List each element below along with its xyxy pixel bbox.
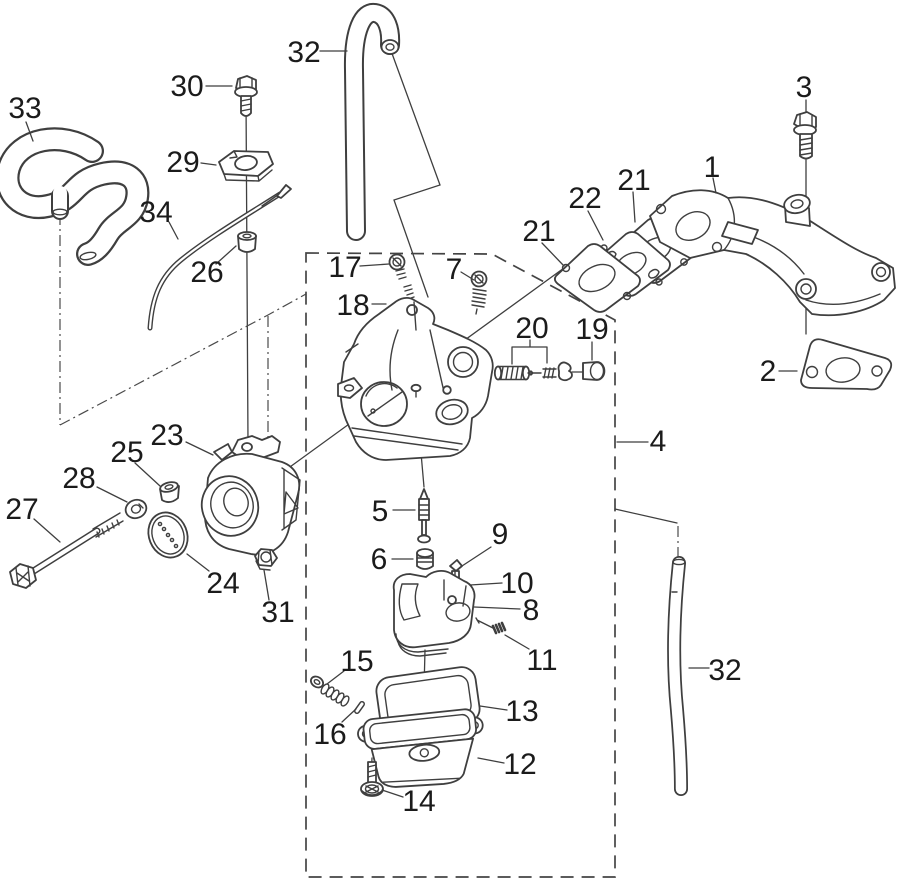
callout-manifold-gasket[interactable]: 2 [760,355,777,388]
callout-jet-needle-set[interactable]: 20 [515,312,548,345]
main-jet [416,548,434,570]
manifold-bolt [793,111,817,160]
clamp-bolt [234,75,258,117]
callout-cable-clamp-plate[interactable]: 29 [166,146,199,179]
drain-screw [360,761,384,797]
callout-through-bolt[interactable]: 27 [5,493,38,526]
pilot-screw-spring [309,675,350,707]
screw-17 [388,253,415,300]
callout-float-needle[interactable]: 9 [492,518,509,551]
callout-throttle-cable[interactable]: 34 [139,196,172,229]
float-bowl [357,708,484,788]
carburetor-body [337,296,494,461]
callout-pin-16[interactable]: 16 [313,718,346,751]
callout-labels: 33 30 29 34 26 32 17 18 7 21 22 21 1 3 2… [5,36,812,818]
cable-clamp-plate [218,150,274,182]
float [392,570,476,657]
callout-float-pin-screw[interactable]: 11 [526,644,557,677]
callout-needle-clip[interactable]: 10 [500,567,533,600]
intake-manifold [649,189,896,317]
callout-needle-valve[interactable]: 5 [372,495,389,528]
breather-hose [0,127,150,266]
callout-insulator-spacer[interactable]: 22 [568,182,601,215]
callout-clamp-bolt[interactable]: 30 [170,70,203,103]
callout-washer-28[interactable]: 28 [62,462,95,495]
callout-pilot-screw-spring[interactable]: 15 [340,645,373,678]
cable-bushing [237,231,257,253]
throttle-cable [147,184,292,331]
callout-bowl-gasket[interactable]: 13 [505,695,538,728]
plug-cap-19 [582,361,606,381]
callout-drain-tube[interactable]: 32 [708,654,741,687]
washer-28 [124,498,148,520]
callout-breather-hose[interactable]: 33 [8,92,41,125]
float-pin-screw [475,617,507,635]
callout-gasket-21-right[interactable]: 21 [617,164,650,197]
callout-fuel-hose-top[interactable]: 32 [287,36,320,69]
jet-needle-set [493,361,583,382]
callout-main-jet[interactable]: 6 [371,543,388,576]
callout-throttle-plate[interactable]: 24 [206,567,239,600]
drain-tube [667,556,688,796]
callout-throttle-body[interactable]: 23 [150,419,183,452]
callout-float-bowl[interactable]: 12 [503,748,536,781]
callout-manifold-bolt[interactable]: 3 [796,71,813,104]
callout-cable-bushing[interactable]: 26 [190,256,223,289]
assembly-outline-box [305,252,616,878]
callout-plug-cap-19[interactable]: 19 [575,313,608,346]
callout-screw-spring-7[interactable]: 7 [446,253,463,286]
callout-float[interactable]: 8 [523,594,540,627]
callout-screw-17[interactable]: 17 [328,251,361,284]
callout-carburetor-body[interactable]: 18 [336,289,369,322]
lock-nut [254,548,278,571]
gasket-21-left [553,243,641,313]
bushing-25 [159,481,180,503]
throttle-plate [147,511,189,559]
through-bolt [9,512,124,589]
manifold-gasket [800,338,893,391]
leader-lines [25,50,798,798]
pin-16 [354,701,365,714]
screw-spring-7 [470,270,488,315]
callout-gasket-21-left[interactable]: 21 [522,215,555,248]
throttle-body [200,435,301,556]
callout-bushing-25[interactable]: 25 [110,436,143,469]
callout-drain-screw[interactable]: 14 [402,785,435,818]
callout-carburetor-assembly[interactable]: 4 [650,425,667,458]
fuel-hose-top [343,2,401,241]
callout-intake-manifold[interactable]: 1 [704,151,721,184]
needle-valve [417,488,431,544]
callout-lock-nut[interactable]: 31 [261,596,294,629]
